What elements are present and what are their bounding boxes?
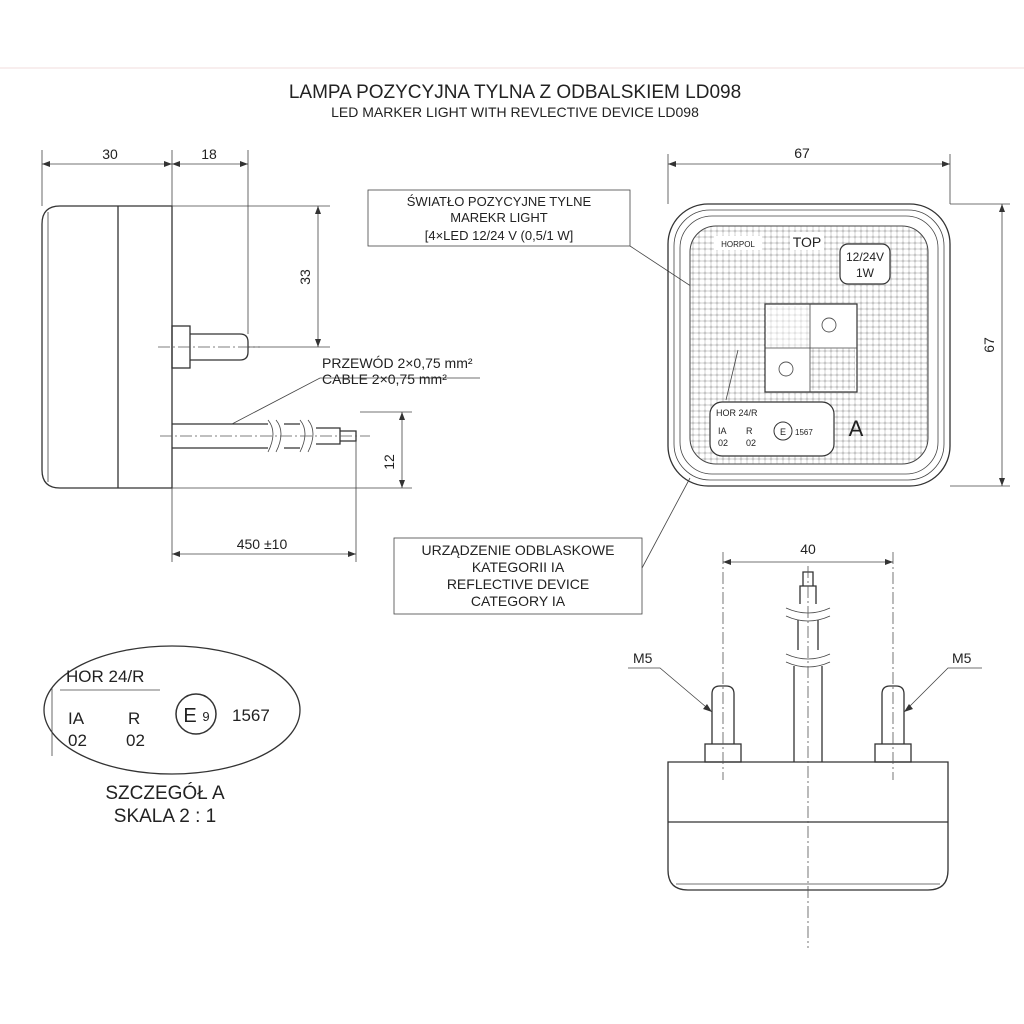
detail-approval: 1567 [232,706,270,725]
callout-reflector-en-1: REFLECTIVE DEVICE [447,576,589,592]
front-approval-box [709,401,835,457]
front-voltage-badge [839,243,891,285]
front-view: HORPOL TOP 12/24V 1W HOR 24/R IA 02 R 02… [667,145,1010,487]
front-marking-top: TOP [793,234,822,250]
callout-reflector-pl-2: KATEGORII IA [472,559,565,575]
callout-marker-spec: [4×LED 12/24 V (0,5/1 W] [425,228,574,243]
side-cable-mid [284,423,300,449]
dim-stud-spacing: 40 [800,541,816,557]
detail-r: R [128,709,140,728]
svg-text:E: E [780,427,786,437]
callout-stud-right: M5 [952,650,972,666]
front-marking-power: 1W [856,266,875,280]
title-main: LAMPA POZYCYJNA TYLNA Z ODBALSKIEM LD098 [289,82,741,103]
side-cable-break-2 [299,419,314,453]
bottom-cable-upper [797,620,819,650]
front-marking-r: R [746,426,753,436]
detail-caption-2: SKALA 2 : 1 [114,806,216,827]
leader-stud-left [628,667,713,713]
callout-marker-en: MAREKR LIGHT [450,210,548,225]
front-marking-ia: IA [718,426,727,436]
callout-cable-en: CABLE 2×0,75 mm² [322,371,447,387]
detail-hor: HOR 24/R [66,667,144,686]
detail-a: HOR 24/R IA 02 R 02 E 9 1567 SZCZEGÓŁ A … [43,645,301,827]
marker-light-callout: ŚWIATŁO POZYCYJNE TYLNE MAREKR LIGHT [4×… [367,189,801,359]
detail-r-code: 02 [126,731,145,750]
detail-ia: IA [68,709,85,728]
front-led-1 [821,317,837,333]
dim-stud-length: 18 [201,146,217,162]
bottom-housing [667,761,949,891]
front-marking-ia-code: 02 [718,438,728,448]
leader-cable [231,377,480,425]
front-housing-outer [667,203,951,487]
callout-stud-left: M5 [633,650,653,666]
detail-e-number: 9 [202,709,209,724]
front-marking-voltage: 12/24V [846,250,884,264]
bottom-view: 40 M5 M5 [628,541,982,948]
bottom-cable [793,666,823,762]
front-detail-ref: A [849,416,864,441]
side-view: 30 18 33 12 450 ±10 PRZEWÓD 2×0,75 mm² C… [41,146,480,562]
dim-stud-height: 33 [297,269,313,285]
detail-caption-1: SZCZEGÓŁ A [105,782,225,804]
leader-reflector [641,477,691,569]
bottom-stud-right [881,685,905,744]
callout-cable-pl: PRZEWÓD 2×0,75 mm² [322,355,473,371]
callout-reflector-pl-1: URZĄDZENIE ODBLASKOWE [422,542,615,558]
detail-ellipse [43,645,301,775]
detail-e-mark-icon [175,693,217,735]
front-led-2 [778,361,794,377]
reflector-callout: URZĄDZENIE ODBLASKOWE KATEGORII IA REFLE… [393,477,691,615]
title-sub: LED MARKER LIGHT WITH REVLECTIVE DEVICE … [331,104,699,120]
detail-ia-code: 02 [68,731,87,750]
front-marking-hor: HOR 24/R [716,408,758,418]
dim-width: 67 [794,145,810,161]
front-marking-orientation: HORPOL [721,240,755,249]
side-housing [41,205,173,489]
bottom-stud-left [711,685,735,744]
dim-height: 67 [981,337,997,353]
front-marking-r-code: 02 [746,438,756,448]
dim-cable-offset: 12 [381,454,397,470]
dim-depth: 30 [102,146,118,162]
front-e-mark-icon [773,421,793,441]
callout-marker-pl: ŚWIATŁO POZYCYJNE TYLNE [407,194,592,209]
detail-e-letter: E [183,705,196,727]
leader-inner [725,349,739,401]
callout-reflector-en-2: CATEGORY IA [471,593,566,609]
front-marking-approval: 1567 [795,428,813,437]
dim-cable-length: 450 ±10 [237,536,288,552]
side-cable-break-1 [267,419,282,453]
leader-stud-right [903,667,982,713]
side-cable [172,423,268,449]
